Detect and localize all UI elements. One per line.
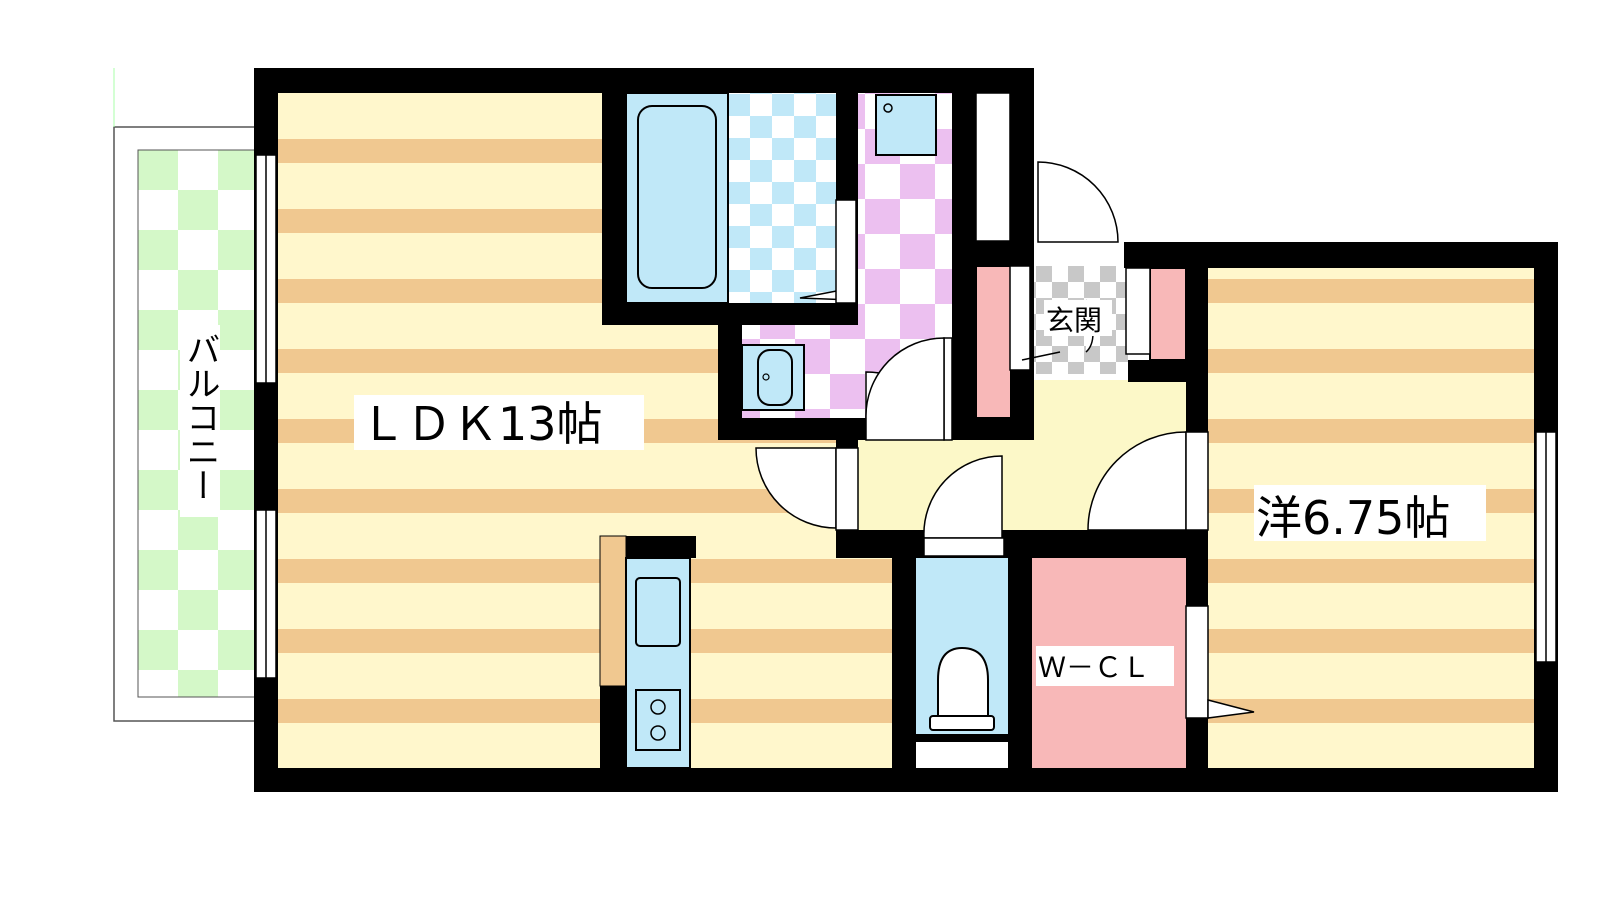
balcony (113, 68, 265, 722)
bathtub (625, 92, 729, 304)
walk-in-closet-label: Ｗ－ＣＬ (1038, 651, 1150, 684)
walls (254, 68, 1558, 792)
toilet (929, 646, 995, 731)
windows (255, 92, 1557, 679)
balcony-label: バルコニー (180, 332, 220, 502)
wash-basin (741, 344, 805, 411)
room-labels: ＬＤＫ13帖 洋6.75帖 玄関 Ｗ－ＣＬ バルコニー (180, 300, 1486, 686)
washing-machine (875, 94, 937, 156)
entrance-label: 玄関 (1046, 304, 1102, 337)
shoe-closet-left (975, 265, 1013, 419)
doors (755, 161, 1255, 719)
ldk-label: ＬＤＫ13帖 (360, 397, 603, 451)
western-room-label: 洋6.75帖 (1256, 491, 1450, 545)
shoe-closet-right (1149, 267, 1187, 361)
kitchen-counter (599, 535, 691, 769)
